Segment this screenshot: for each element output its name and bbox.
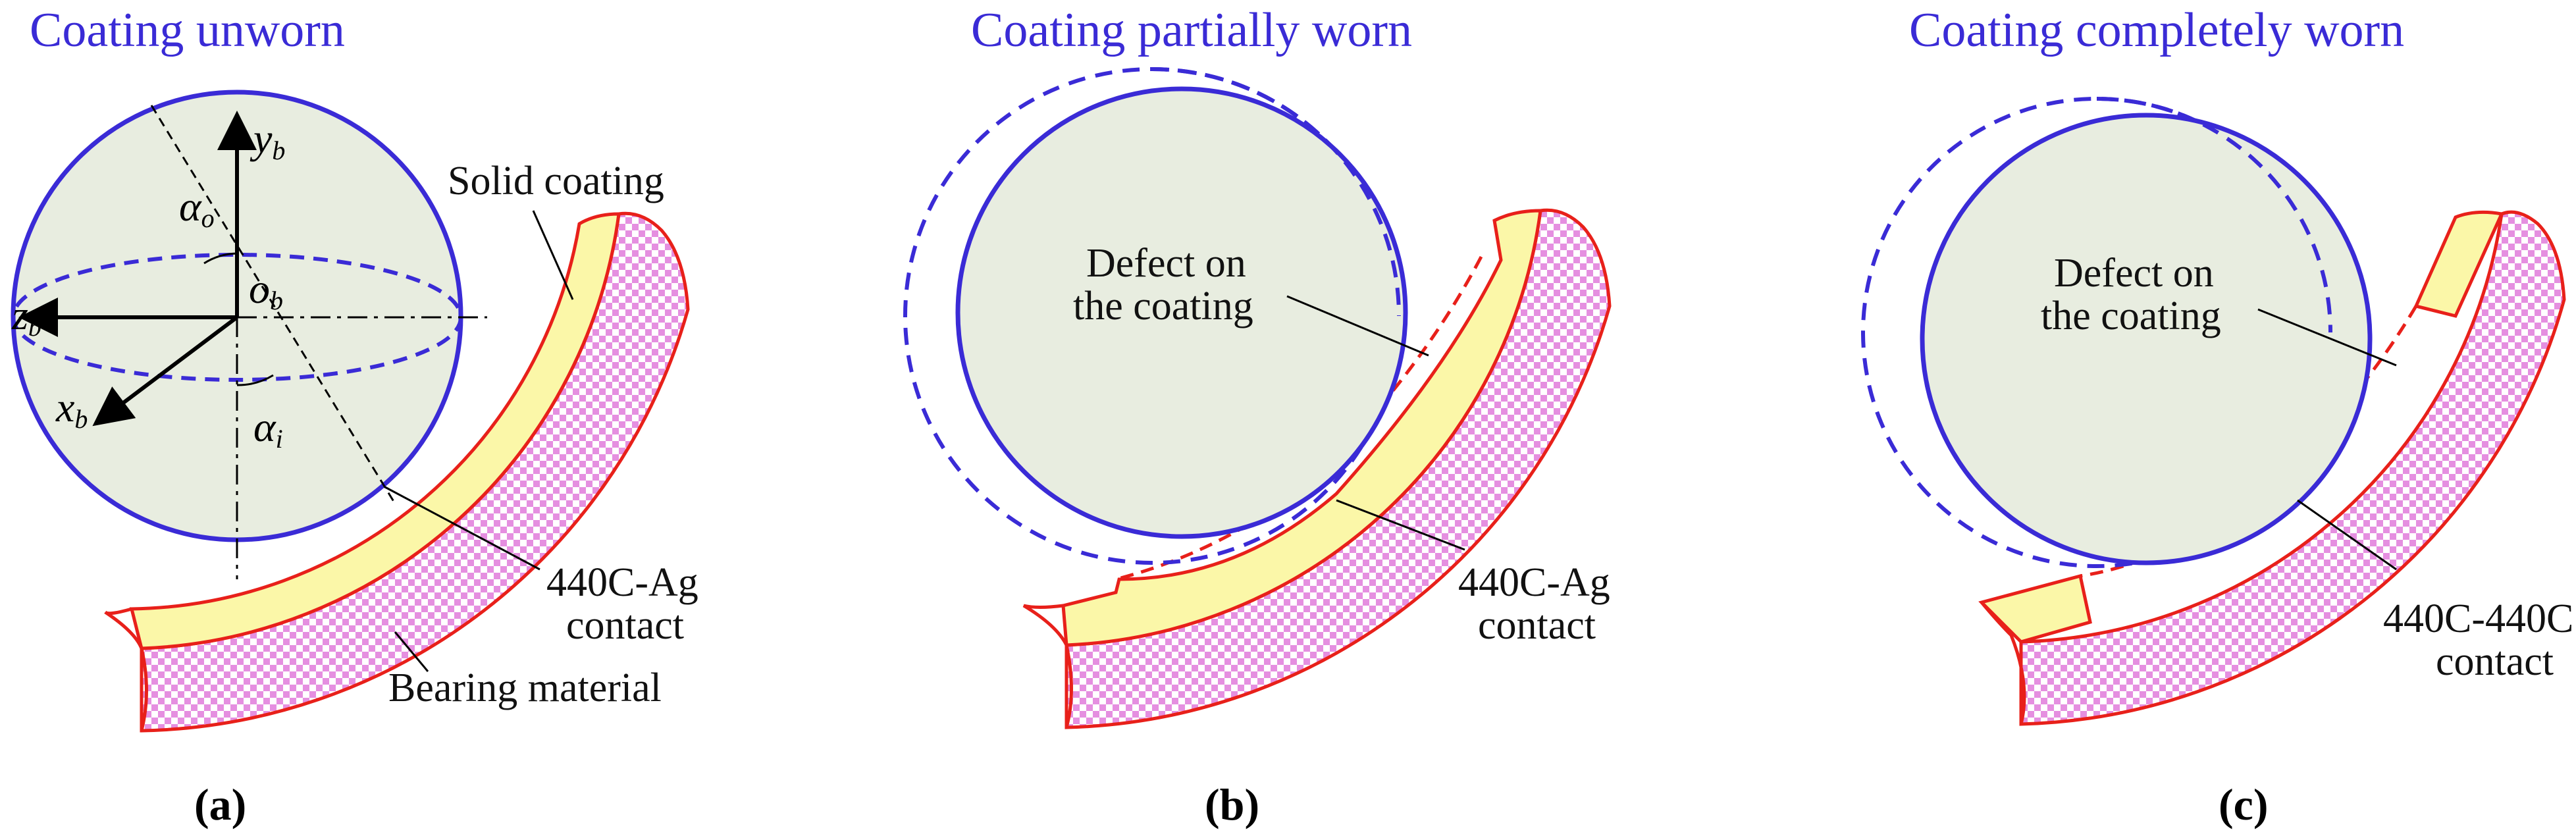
contact-label-b-line2: contact [1478,603,1596,648]
panel-b: Coating partially worn Defect on the coa… [903,3,1612,829]
contact-label-a-line1: 440C-Ag [546,560,698,605]
solid-coating-leader [532,210,574,300]
contact-leader-a [384,486,540,571]
contact-angle-line [150,105,396,504]
coating-b [1061,209,1542,647]
contact-label-c-line2: contact [2436,639,2554,684]
defect-leader-b [1286,295,1429,357]
panel-a: Coating unworn yb zb xb ob αo αi Solid [11,3,698,829]
solid-coating-label: Solid coating [448,159,664,203]
origin-label: ob [249,265,283,315]
contact-label-c-line1: 440C-440C [2383,596,2573,641]
race-end-c [1980,601,2026,725]
x-axis-arrow [92,315,238,427]
ball-c [1920,113,2373,565]
panel-c: Coating completely worn Defect on the co… [1861,3,2573,829]
solid-coating-a [129,212,621,650]
panel-a-label: (a) [194,779,246,829]
ball-original-outline-b [1151,67,1401,317]
alpha-i-label: αi [253,404,283,454]
defect-label-b-line2: the coating [1073,284,1253,328]
panel-b-title: Coating partially worn [971,3,1412,57]
bearing-material-c [2019,210,2566,726]
contact-leader-c [2297,499,2397,571]
race-end-a [104,607,148,731]
z-axis-label: zb [11,292,41,342]
bearing-material-label: Bearing material [388,666,662,710]
bearing-leader [394,631,429,672]
contact-leader-b [1336,499,1465,551]
coating-remnant-bottom-c [1978,573,2092,644]
y-axis-label: yb [250,115,285,165]
alpha-o-label: αo [179,183,215,233]
alpha-o-arc [203,252,238,265]
defect-leader-c [2257,308,2397,367]
coating-remnant-top-c [2413,210,2504,318]
ball-original-outline-c [2096,97,2332,333]
defect-label-c-line1: Defect on [2054,251,2214,296]
panel-c-title: Coating completely worn [1909,3,2404,57]
contact-label-a-line2: contact [566,603,684,648]
alpha-i-arc [236,374,274,386]
ball-b [955,86,1408,539]
defect-label-c-line2: the coating [2041,294,2221,338]
defect-label-b-line1: Defect on [1086,241,1246,286]
x-axis-label: xb [55,384,88,434]
panel-c-label: (c) [2219,779,2268,829]
panel-a-title: Coating unworn [30,3,345,57]
race-end-b [1022,604,1073,728]
contact-label-b-line1: 440C-Ag [1458,560,1610,605]
panel-b-label: (b) [1205,779,1259,829]
